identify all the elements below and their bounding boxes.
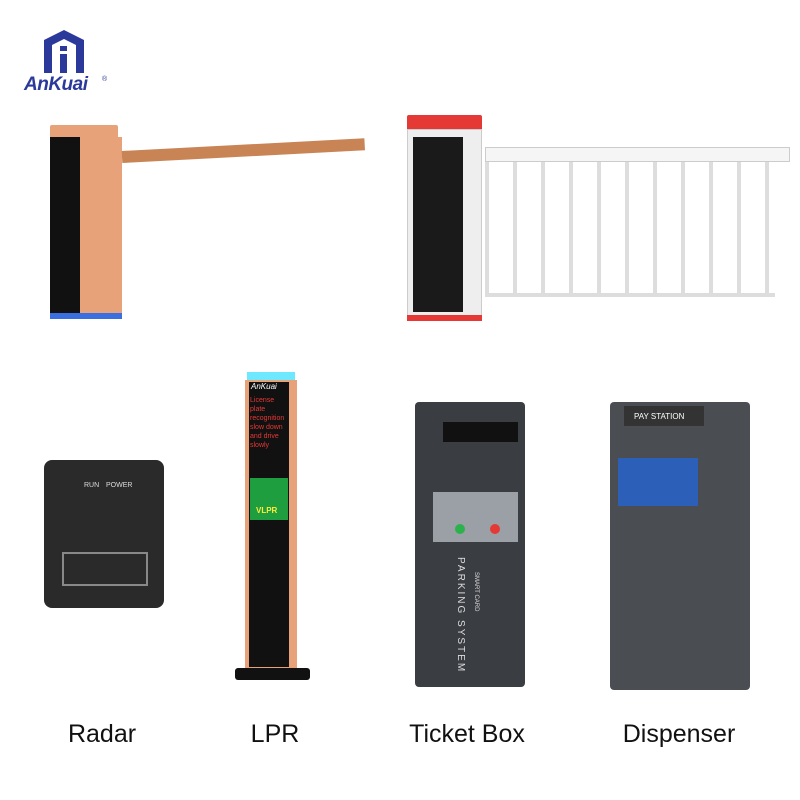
dispenser-pay-station-text: PAY STATION — [634, 412, 685, 421]
boom-barrier-image — [45, 125, 365, 325]
radar-run-text: RUN — [84, 482, 100, 489]
logo-house-icon — [44, 30, 84, 73]
ticket-box-image: PARKING SYSTEM SMART CARD — [415, 402, 525, 687]
dispenser-image: PAY STATION — [610, 402, 750, 692]
lpr-brand-text: AnKuai — [251, 382, 277, 391]
fence-barrier-image — [405, 115, 795, 330]
ticket-box-parking-text: PARKING SYSTEM — [455, 557, 466, 674]
lpr-image: AnKuai License plate recognition slow do… — [235, 372, 310, 682]
product-label-lpr: LPR — [250, 720, 300, 748]
radar-power-text: POWER — [106, 482, 133, 489]
brand-name: AnKuai — [24, 74, 88, 95]
product-label-ticket-box: Ticket Box — [409, 720, 525, 748]
lpr-vlpr-text: VLPR — [256, 506, 278, 515]
product-label-dispenser: Dispenser — [622, 720, 736, 748]
product-label-radar: Radar — [67, 720, 137, 748]
lpr-screen-text: License plate recognition slow down and … — [250, 397, 285, 449]
registered-mark: ® — [102, 76, 108, 83]
ticket-box-card-text: SMART CARD — [473, 572, 479, 612]
radar-image: RUN POWER — [44, 460, 164, 608]
brand-logo: AnKuai ® — [24, 28, 124, 98]
